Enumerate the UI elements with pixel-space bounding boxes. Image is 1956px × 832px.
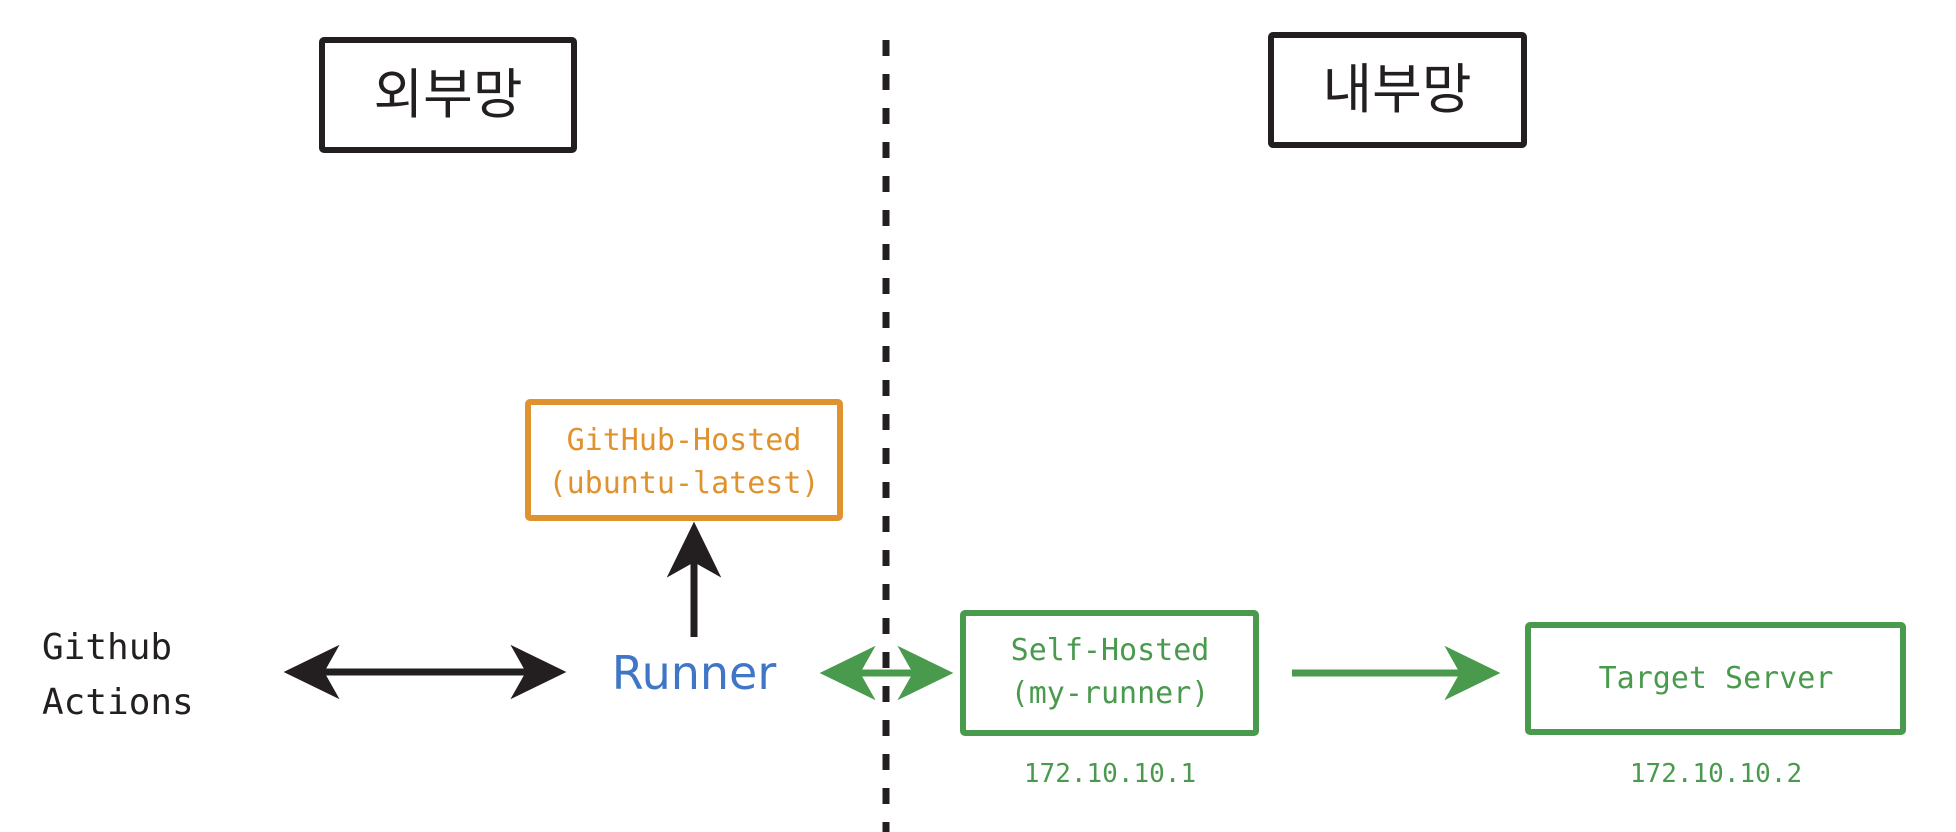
self-hosted-ip: 172.10.10.1 xyxy=(1024,759,1196,789)
zone-external: 외부망 xyxy=(319,37,577,153)
zone-internal: 내부망 xyxy=(1268,32,1527,148)
node-runner[interactable]: Runner xyxy=(612,646,777,700)
zone-internal-label: 내부망 xyxy=(1322,58,1471,121)
zone-external-label: 외부망 xyxy=(373,63,522,126)
target-server-label: Target Server xyxy=(1599,661,1834,696)
node-target-server[interactable]: Target Server 172.10.10.2 xyxy=(1525,622,1906,789)
node-self-hosted[interactable]: Self-Hosted (my-runner) 172.10.10.1 xyxy=(960,610,1259,789)
node-github-hosted[interactable]: GitHub-Hosted (ubuntu-latest) xyxy=(525,399,843,521)
self-hosted-title: Self-Hosted xyxy=(1011,633,1210,668)
github-hosted-box[interactable] xyxy=(525,399,843,521)
target-server-box[interactable] xyxy=(1525,622,1906,735)
github-hosted-title: GitHub-Hosted xyxy=(567,423,802,458)
github-actions-line2: Actions xyxy=(42,682,194,723)
self-hosted-subtitle: (my-runner) xyxy=(1011,676,1210,711)
github-actions-line1: Github xyxy=(42,627,172,668)
zone-external-box xyxy=(319,37,577,153)
target-server-ip: 172.10.10.2 xyxy=(1630,759,1802,789)
self-hosted-box[interactable] xyxy=(960,610,1259,736)
zone-internal-box xyxy=(1268,32,1527,148)
github-hosted-subtitle: (ubuntu-latest) xyxy=(549,466,820,501)
runner-label: Runner xyxy=(612,646,777,700)
node-github-actions[interactable]: Github Actions xyxy=(42,627,194,723)
